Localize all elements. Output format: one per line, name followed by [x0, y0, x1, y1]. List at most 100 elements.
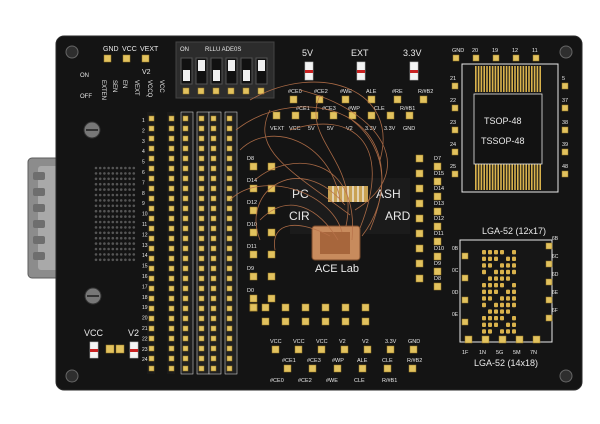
- tsop-top-num-0: GND: [452, 48, 464, 54]
- lga-left-num-2: 0D: [452, 290, 459, 296]
- data-right-label-1: D15: [434, 171, 444, 177]
- lga-socket: [459, 239, 553, 344]
- jumper-wires: [229, 81, 388, 251]
- signal-low-label-2: #WP: [348, 106, 360, 112]
- label-v2-bottom: V2: [128, 328, 139, 338]
- bottom-top-label-4: V2: [362, 339, 369, 345]
- lga-right-num-2: 6D: [552, 272, 559, 278]
- label-vcc-top: VCC: [122, 46, 137, 53]
- bottom-mid-label-0: #CE1: [282, 358, 296, 364]
- lga-label-top: LGA-52 (12x17): [482, 226, 546, 236]
- data-right-label-2: D14: [434, 186, 444, 192]
- data-left-label-4: D11: [247, 244, 257, 250]
- lga-left-num-3: 0E: [452, 312, 459, 318]
- header-row-num-16: 17: [142, 284, 148, 290]
- pcb-title2-left: CIR: [289, 209, 310, 223]
- data-right-label-0: D7: [434, 156, 441, 162]
- header-row-num-8: 9: [142, 201, 145, 207]
- tsop-label-2: TSSOP-48: [481, 136, 525, 146]
- logo-ace-lab: ACE Lab: [315, 263, 359, 275]
- header-row-num-7: 8: [142, 191, 145, 197]
- bottom-mid-label-1: #CE3: [307, 358, 321, 364]
- signal-label-1: #CE2: [314, 89, 328, 95]
- tsop-left-num-1: 22: [450, 98, 456, 104]
- lga-right-num-4: 6F: [552, 308, 558, 314]
- bottom-top-label-5: 3.3V: [385, 339, 397, 345]
- tsop-left-num-2: 23: [450, 120, 456, 126]
- header-row-num-17: 18: [142, 295, 148, 301]
- mid-label-0: VEXT: [270, 126, 285, 132]
- header-row-num-5: 6: [142, 170, 145, 176]
- tsop-right-num-0: 5: [562, 76, 565, 82]
- signal-label-4: #RE: [392, 89, 403, 95]
- dip-switch-on-label: ON: [180, 47, 189, 53]
- signal-label-2: #WE: [340, 89, 352, 95]
- label-vext-top: VEXT: [140, 46, 159, 53]
- mid-label-1: VCC: [289, 126, 301, 132]
- header-row-num-0: 1: [142, 118, 145, 124]
- signal-low-label-0: #CE1: [296, 106, 310, 112]
- header-row-num-1: 2: [142, 128, 145, 134]
- header-row-num-13: 14: [142, 253, 148, 259]
- bottom-top-label-0: VCC: [270, 339, 282, 345]
- mid-label-4: V2: [346, 126, 353, 132]
- mid-label-7: GND: [403, 126, 415, 132]
- data-left-label-3: D10: [247, 222, 257, 228]
- data-left-label-5: D9: [247, 266, 254, 272]
- header-row-num-11: 12: [142, 232, 148, 238]
- bottom-top-label-1: VCC: [293, 339, 305, 345]
- label-vcc-bottom: VCC: [84, 328, 104, 338]
- signal-low-label-3: CLE: [374, 106, 385, 112]
- bottom-mid-label-5: R/#B2: [407, 358, 422, 364]
- pcb-title-left: PC: [292, 187, 309, 201]
- dip-switch[interactable]: ON RLLU ADE0S: [175, 41, 275, 99]
- bottom-led-v2: [129, 341, 139, 359]
- signal-label-3: ALE: [366, 89, 377, 95]
- tsop-right-num-4: 48: [562, 164, 568, 170]
- mid-label-2: 5V: [308, 126, 315, 132]
- label-vcc-left: VCC: [158, 80, 164, 93]
- label-en: EN: [121, 80, 127, 88]
- header-row-num-23: 24: [142, 357, 148, 363]
- label-sen: SEN: [111, 80, 117, 92]
- signal-label-0: #CE0: [288, 89, 302, 95]
- tsop-top-num-1: 20: [472, 48, 478, 54]
- tsop-label-1: TSOP-48: [484, 116, 522, 126]
- signal-label-5: R/#B2: [418, 89, 433, 95]
- header-row-num-4: 5: [142, 160, 145, 166]
- header-row-num-20: 21: [142, 326, 148, 332]
- tsop-socket: [461, 63, 559, 193]
- lga-bottom-num-3: 5M: [513, 350, 521, 356]
- pcb-title-right: ASH: [376, 187, 401, 201]
- data-left-label-2: D12: [247, 200, 257, 206]
- top-header-pins: [103, 54, 150, 63]
- lga-right-num-0: 6B: [552, 236, 559, 242]
- data-right-label-4: D12: [434, 216, 444, 222]
- data-left-label-6: D0: [247, 288, 254, 294]
- tsop-top-num-3: 12: [512, 48, 518, 54]
- header-row-num-10: 11: [142, 222, 147, 228]
- data-right-label-7: D9: [434, 261, 441, 267]
- bottom-led-vcc: [89, 341, 99, 359]
- bottom-mid-label-4: CLE: [382, 358, 393, 364]
- power-led-ext: [356, 61, 366, 81]
- label-on: ON: [80, 73, 89, 79]
- label-3v3: 3.3V: [403, 48, 422, 58]
- lga-right-num-3: 6E: [552, 290, 559, 296]
- bottom-top-label-3: V2: [339, 339, 346, 345]
- tsop-top-num-2: 19: [492, 48, 498, 54]
- mounting-holes: [65, 45, 573, 383]
- label-vext-left: VEXT: [133, 80, 139, 96]
- central-chip: [290, 178, 410, 261]
- header-row-num-2: 3: [142, 139, 145, 145]
- header-row-num-18: 19: [142, 305, 148, 311]
- tsop-right-num-3: 39: [562, 142, 568, 148]
- tsop-left-num-3: 24: [450, 142, 456, 148]
- data-right-label-5: D11: [434, 231, 444, 237]
- lga-bottom-num-4: 7N: [530, 350, 537, 356]
